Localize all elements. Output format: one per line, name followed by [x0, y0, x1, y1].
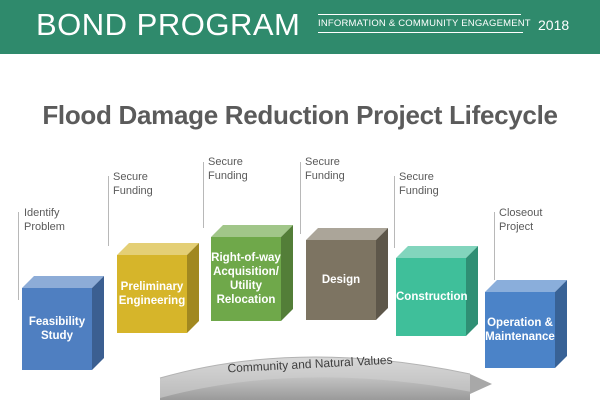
connector-line — [18, 212, 19, 300]
stage-box-top — [396, 246, 478, 258]
stage-box-top — [22, 276, 104, 288]
stage-box-side — [466, 246, 478, 336]
connector-line — [494, 212, 495, 280]
year-label: 2018 — [538, 17, 570, 33]
tagline-rule — [318, 14, 521, 15]
stage-box-side — [376, 228, 388, 320]
connector-line — [108, 176, 109, 246]
stage-box — [396, 246, 478, 336]
connector-line — [203, 162, 204, 228]
stage-box-top — [211, 225, 293, 237]
stage-box — [485, 280, 567, 368]
diagram-title: Flood Damage Reduction Project Lifecycle — [42, 100, 558, 130]
stage-box-side — [281, 225, 293, 321]
stage-box-front — [485, 292, 555, 368]
stage-box-front — [117, 255, 187, 333]
stage-label: Design — [321, 274, 361, 286]
header-banner: BOND PROGRAM INFORMATION & COMMUNITY ENG… — [0, 0, 600, 54]
community-arc — [159, 356, 492, 400]
stage-box-front — [396, 258, 466, 336]
connector-line — [394, 176, 395, 248]
stage-box — [22, 276, 104, 370]
stage-box-front — [22, 288, 92, 370]
connector-line — [300, 162, 301, 234]
stage-box-side — [92, 276, 104, 370]
stage-box-top — [117, 243, 199, 255]
stage-box-front — [306, 240, 376, 320]
stage-box — [117, 243, 199, 333]
program-title: BOND PROGRAM — [36, 7, 301, 42]
stage-box — [306, 228, 388, 320]
stage-label: Operation &Maintenance — [485, 317, 555, 343]
stage-box — [211, 225, 293, 321]
stage-box-side — [187, 243, 199, 333]
stage-box-front — [211, 237, 281, 321]
stage-label: Construction — [396, 291, 468, 303]
tagline: INFORMATION & COMMUNITY ENGAGEMENT — [318, 18, 531, 33]
stage-box-top — [485, 280, 567, 292]
stage-box-top — [306, 228, 388, 240]
stage-box-side — [555, 280, 567, 368]
